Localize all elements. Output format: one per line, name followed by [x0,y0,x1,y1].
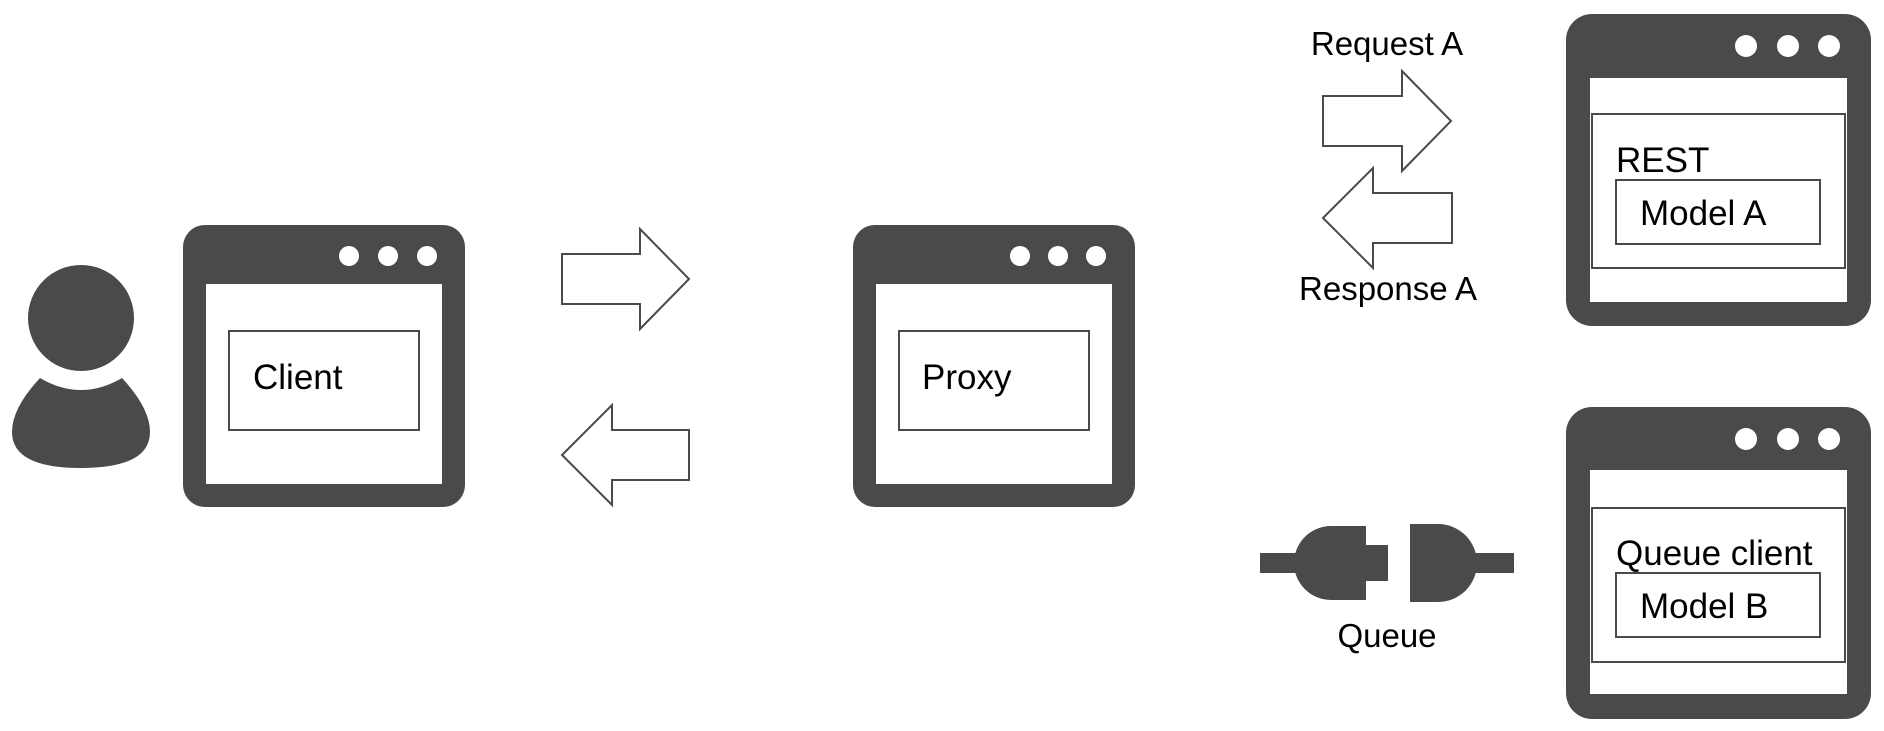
arrow-right-icon [1322,68,1453,174]
client-window: Client [183,225,465,507]
window-dot [1735,428,1757,450]
window-dot [339,246,359,266]
queue-service-window: Queue client Model B [1566,407,1871,719]
window-dot [1086,246,1106,266]
model-a-box [1615,179,1821,245]
model-b-box [1615,572,1821,638]
window-dot [378,246,398,266]
rest-service-window: REST Model A [1566,14,1871,326]
arrow-left-icon [1321,165,1453,271]
proxy-box [898,330,1090,431]
client-box [228,330,420,431]
window-dot [1048,246,1068,266]
window-dot [1777,428,1799,450]
window-dot [1010,246,1030,266]
client-label: Client [253,358,343,397]
plug-connector-icon [1260,524,1514,602]
queue-client-title: Queue client [1616,534,1813,573]
window-dot [417,246,437,266]
rest-title: REST [1616,141,1709,180]
window-dot [1735,35,1757,57]
arrow-left-icon [560,402,690,508]
proxy-label: Proxy [922,358,1012,397]
user-icon [12,265,150,468]
window-dot [1818,428,1840,450]
arrow-right-icon [561,226,691,332]
model-a-label: Model A [1640,194,1767,233]
window-dot [1777,35,1799,57]
request-label: Request A [1311,25,1463,62]
model-b-label: Model B [1640,587,1768,626]
queue-label: Queue [1337,617,1436,654]
proxy-window: Proxy [853,225,1135,507]
response-label: Response A [1299,270,1477,307]
window-dot [1818,35,1840,57]
